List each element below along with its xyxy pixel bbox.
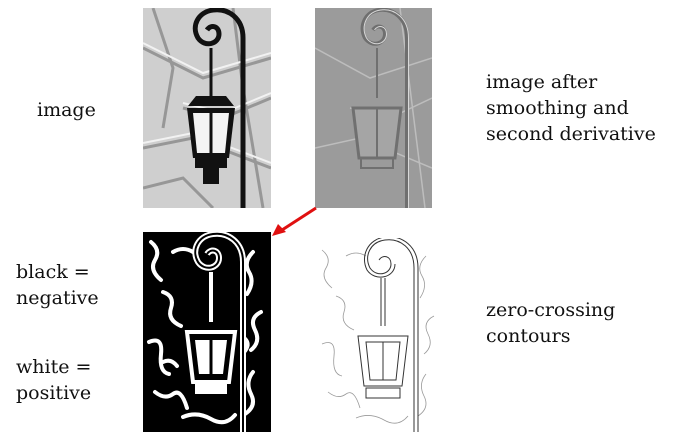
second-derivative-label-line1: image after (486, 69, 656, 95)
image-label: image (37, 97, 96, 123)
second-derivative-label: image after smoothing and second derivat… (486, 69, 656, 147)
arrow-shaft (282, 208, 316, 230)
zero-crossing-contours (318, 238, 440, 432)
second-derivative-label-line3: second derivative (486, 121, 656, 147)
white-positive-line2: positive (16, 380, 91, 406)
zero-crossing-line1: zero-crossing (486, 297, 615, 323)
black-negative-line2: negative (16, 285, 99, 311)
arrow-head (272, 224, 286, 236)
sign-image (143, 232, 271, 432)
zero-crossing-line2: contours (486, 323, 615, 349)
white-positive-label: white = positive (16, 354, 91, 406)
zero-crossing-label: zero-crossing contours (486, 297, 615, 349)
black-negative-line1: black = (16, 259, 99, 285)
white-positive-line1: white = (16, 354, 91, 380)
black-negative-label: black = negative (16, 259, 99, 311)
original-lamp-photo (143, 8, 271, 208)
second-derivative-label-line2: smoothing and (486, 95, 656, 121)
second-derivative-image (315, 8, 432, 208)
red-arrow-icon (260, 198, 320, 238)
